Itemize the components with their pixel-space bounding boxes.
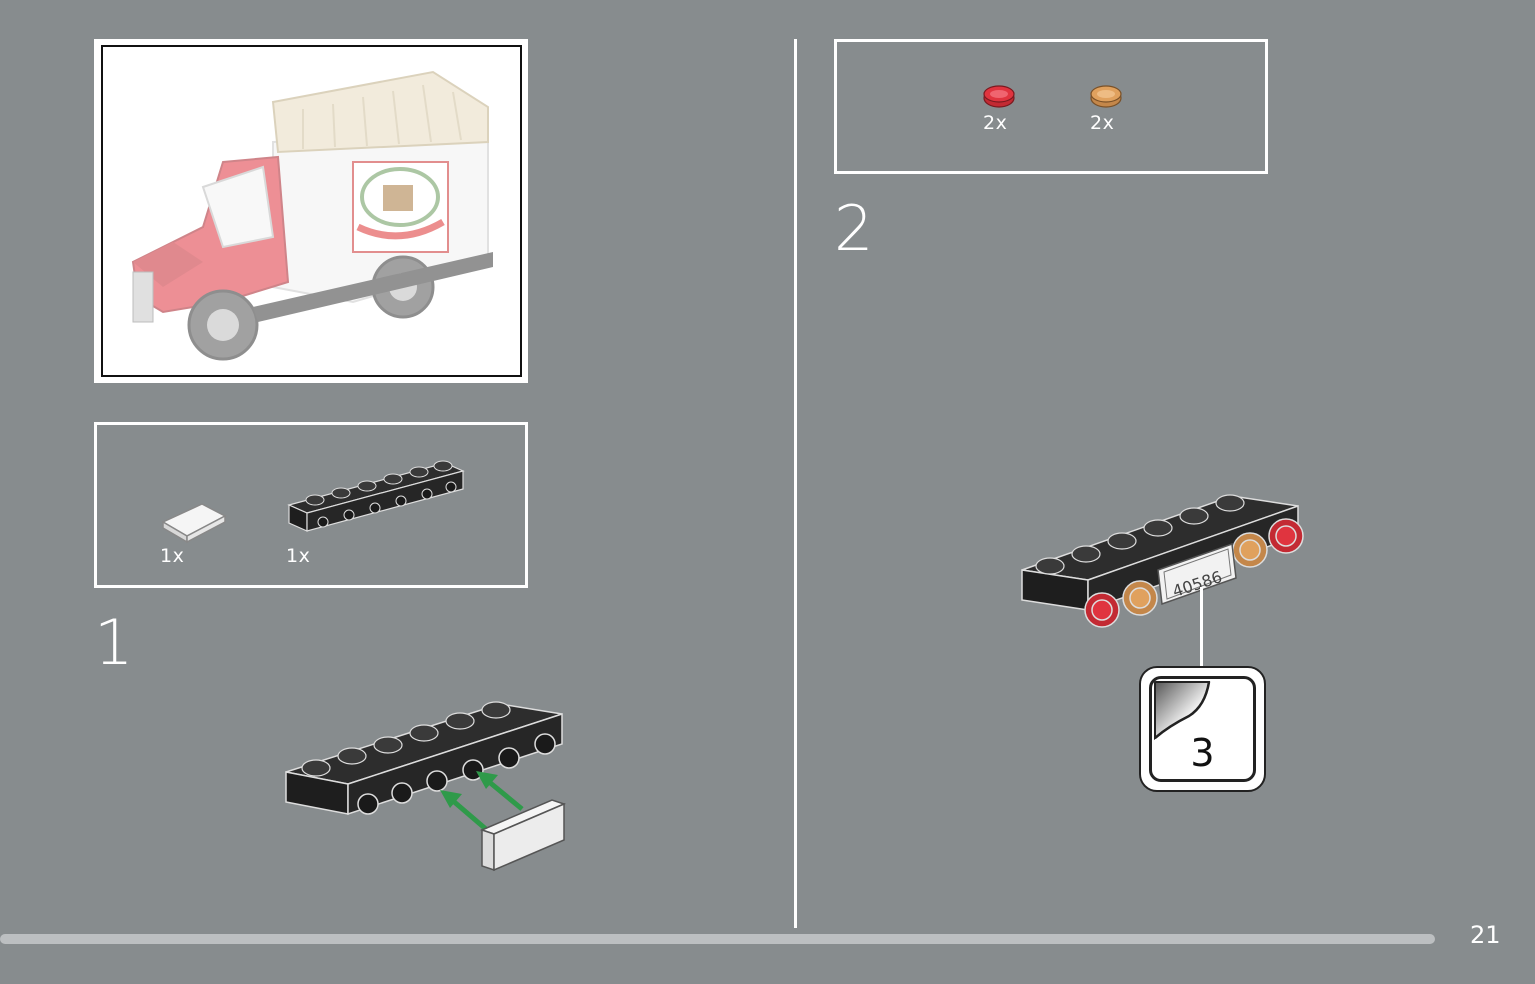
sticker-callout-line <box>1200 587 1203 667</box>
black-plate-1x6-icon <box>287 460 465 532</box>
part-quantity: 1x <box>160 545 185 567</box>
step-number: 1 <box>94 606 134 679</box>
tan-round-tile-icon <box>1090 85 1122 108</box>
page-number: 21 <box>1470 921 1501 949</box>
delivery-truck-icon <box>131 70 493 361</box>
progress-bar <box>0 934 1435 944</box>
step1-assembly-illustration <box>285 701 567 872</box>
sticker-peel-icon <box>1154 681 1211 741</box>
step2-parts-list: 2x 2x <box>834 39 1268 174</box>
sticker-callout: 3 <box>1139 666 1266 792</box>
step-number: 2 <box>834 192 874 265</box>
part-quantity: 2x <box>983 112 1008 134</box>
sticker-frame <box>1149 676 1256 782</box>
model-preview <box>101 45 522 377</box>
red-round-tile-icon <box>983 85 1015 108</box>
step1-parts-list: 1x 1x <box>94 422 528 588</box>
part-quantity: 2x <box>1090 112 1115 134</box>
step2-assembly-illustration: 40586 <box>1021 494 1304 628</box>
white-tile-1x2-icon <box>161 503 227 544</box>
sticker-number: 3 <box>1190 731 1215 775</box>
part-quantity: 1x <box>286 545 311 567</box>
page-divider <box>794 39 797 928</box>
